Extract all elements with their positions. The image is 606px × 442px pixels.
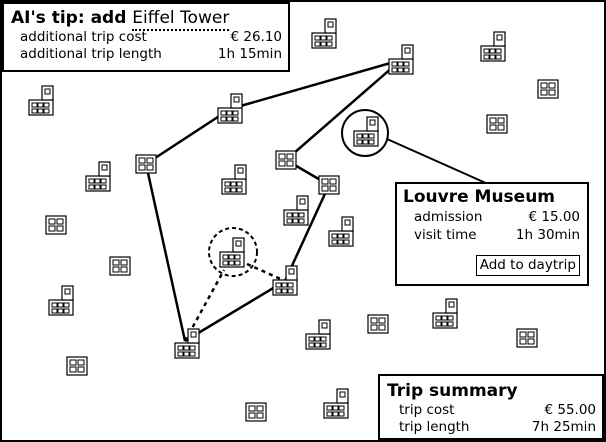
trip-route [144, 58, 403, 343]
building-icon[interactable] [66, 356, 88, 376]
building-icon[interactable] [28, 85, 54, 116]
suggested-route-segment [246, 262, 286, 283]
admission-value: € 15.00 [528, 209, 580, 225]
building-icon[interactable] [109, 256, 131, 276]
admission-label: admission [414, 209, 483, 225]
building-icon[interactable] [217, 93, 243, 124]
ai-tip-panel: AI's tip: add Eiffel Tower additional tr… [2, 2, 290, 72]
trip-length-value: 7h 25min [531, 419, 596, 435]
trip-summary-panel: Trip summary trip cost € 55.00 trip leng… [378, 374, 604, 440]
poi-title: Louvre Museum [403, 187, 556, 207]
building-icon[interactable] [537, 79, 559, 99]
building-icon[interactable] [272, 265, 298, 296]
building-icon[interactable] [432, 298, 458, 329]
building-icon[interactable] [245, 402, 267, 422]
visit-time-value: 1h 30min [515, 227, 580, 243]
additional-cost-row: additional trip cost € 26.10 [11, 29, 282, 46]
trip-cost-value: € 55.00 [544, 402, 596, 418]
additional-length-value: 1h 15min [217, 46, 282, 62]
add-to-daytrip-button[interactable]: Add to daytrip [475, 255, 580, 276]
building-icon[interactable] [45, 215, 67, 235]
additional-length-label: additional trip length [20, 46, 162, 62]
ai-tip-prefix: AI's tip: add [11, 8, 127, 28]
building-icon[interactable] [486, 114, 508, 134]
suggested-poi-highlight [208, 227, 258, 277]
building-icon[interactable] [388, 44, 414, 75]
popup-connector-line [386, 138, 489, 185]
building-icon[interactable] [48, 285, 74, 316]
poi-popup: Louvre Museum admission € 15.00 visit ti… [395, 182, 589, 286]
visit-time-row: visit time 1h 30min [403, 226, 580, 244]
building-icon[interactable] [219, 237, 245, 268]
ai-tip-suggestion[interactable]: Eiffel Tower [132, 8, 230, 31]
building-icon[interactable] [328, 216, 354, 247]
building-icon[interactable] [311, 18, 337, 49]
building-icon[interactable] [318, 175, 340, 195]
additional-cost-value: € 26.10 [230, 29, 282, 45]
building-icon[interactable] [516, 328, 538, 348]
trip-length-label: trip length [399, 419, 470, 435]
building-icon[interactable] [221, 164, 247, 195]
admission-row: admission € 15.00 [403, 208, 580, 226]
building-icon[interactable] [174, 328, 200, 359]
building-icon[interactable] [283, 195, 309, 226]
ai-tip-title: AI's tip: add Eiffel Tower [11, 7, 282, 31]
trip-cost-label: trip cost [399, 402, 455, 418]
trip-cost-row: trip cost € 55.00 [387, 402, 596, 419]
building-icon[interactable] [85, 161, 111, 192]
trip-summary-title: Trip summary [387, 381, 518, 401]
visit-time-label: visit time [414, 227, 477, 243]
building-icon[interactable] [480, 31, 506, 62]
building-icon[interactable] [353, 116, 379, 147]
trip-length-row: trip length 7h 25min [387, 419, 596, 436]
building-icon[interactable] [367, 314, 389, 334]
building-icon[interactable] [275, 150, 297, 170]
suggested-route-segment [183, 269, 226, 342]
additional-length-row: additional trip length 1h 15min [11, 46, 282, 63]
building-icon[interactable] [323, 388, 349, 419]
building-icon[interactable] [305, 319, 331, 350]
building-icon[interactable] [135, 154, 157, 174]
additional-cost-label: additional trip cost [20, 29, 147, 45]
